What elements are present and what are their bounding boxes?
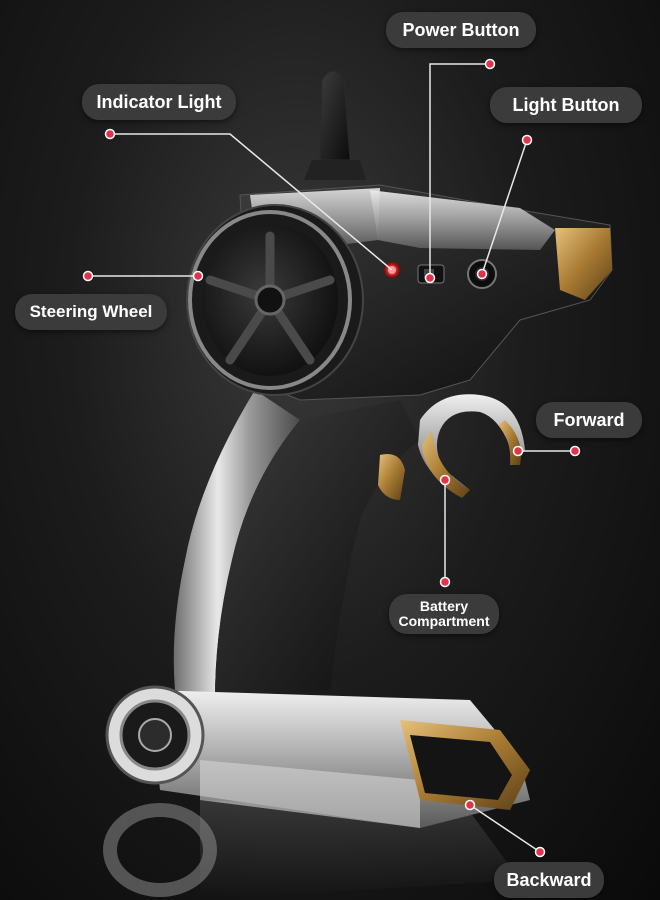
leader-line-backward <box>469 804 541 853</box>
steering-wheel[interactable] <box>186 204 364 396</box>
antenna <box>304 70 366 180</box>
marker-dots <box>82 58 581 858</box>
marker-battery-end <box>439 474 451 486</box>
floor-reflection <box>103 800 520 900</box>
label-forward: Forward <box>536 402 642 438</box>
label-steering-wheel: Steering Wheel <box>15 294 167 330</box>
marker-light <box>521 134 533 146</box>
marker-light-end <box>476 268 488 280</box>
leader-line-light <box>481 139 528 275</box>
leader-lines <box>88 63 575 853</box>
label-battery-line2: Compartment <box>398 613 490 629</box>
label-indicator-light: Indicator Light <box>82 84 236 120</box>
grip-handle <box>173 390 420 700</box>
base <box>105 685 530 828</box>
label-battery-compartment: Battery Compartment <box>389 594 499 634</box>
throttle-trigger[interactable] <box>418 394 525 498</box>
marker-steering-end <box>192 270 204 282</box>
leader-line-indicator <box>110 133 393 271</box>
marker-backward <box>534 846 546 858</box>
label-backward: Backward <box>494 862 604 898</box>
label-light-button: Light Button <box>490 87 642 123</box>
marker-power-end <box>424 272 436 284</box>
marker-forward <box>569 445 581 457</box>
marker-forward-end <box>512 445 524 457</box>
leader-line-power <box>429 63 490 278</box>
marker-battery <box>439 576 451 588</box>
marker-indicator <box>104 128 116 140</box>
label-power-button: Power Button <box>386 12 536 48</box>
marker-steering <box>82 270 94 282</box>
label-battery-line1: Battery <box>419 598 469 614</box>
marker-power <box>484 58 496 70</box>
marker-backward-end <box>464 799 476 811</box>
